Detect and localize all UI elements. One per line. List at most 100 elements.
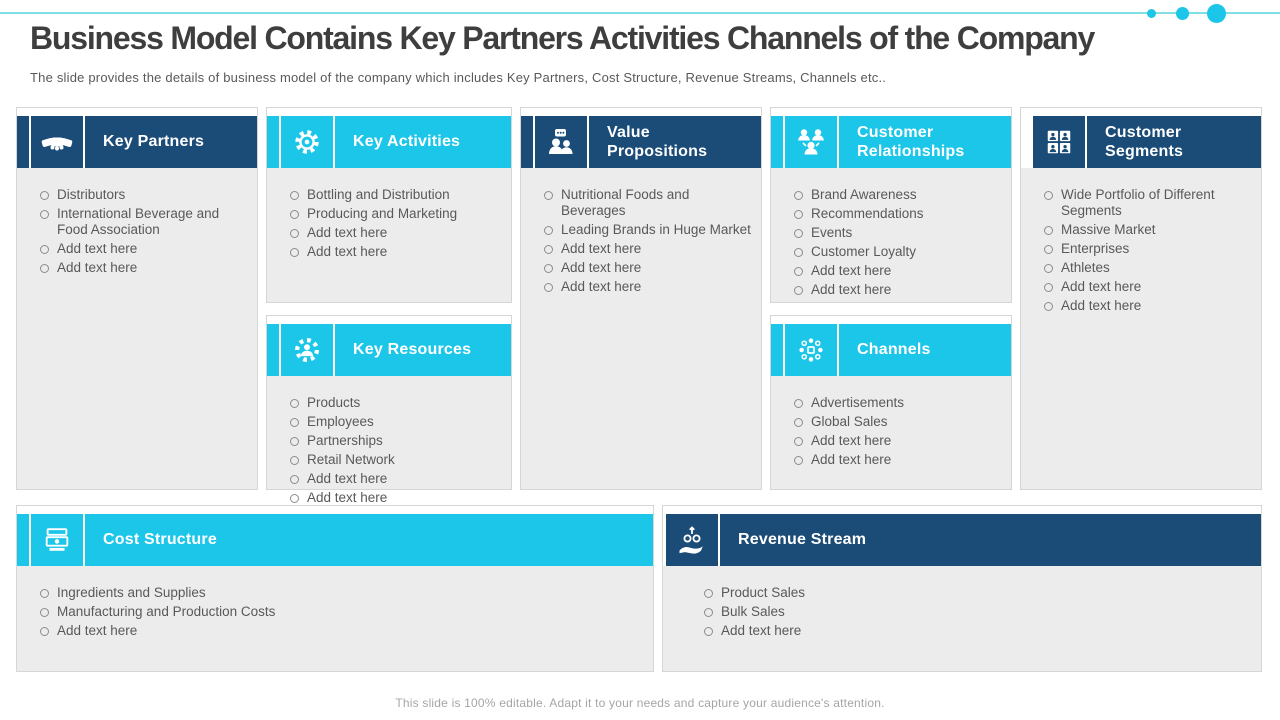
card-header: Cost Structure bbox=[17, 514, 653, 566]
list-item-placeholder[interactable]: Add text here bbox=[39, 260, 247, 276]
decor-dot-small bbox=[1147, 9, 1156, 18]
list-item: Events bbox=[793, 225, 1001, 241]
list-item: Employees bbox=[289, 414, 501, 430]
list-item-placeholder[interactable]: Add text here bbox=[793, 433, 1001, 449]
card-value-propositions: Value Propositions Nutritional Foods and… bbox=[520, 107, 762, 490]
card-cost-structure: Cost Structure Ingredients and Supplies … bbox=[16, 505, 654, 672]
segments-grid-icon bbox=[1033, 116, 1085, 168]
card-body: Bottling and Distribution Producing and … bbox=[267, 168, 511, 302]
list-item: Products bbox=[289, 395, 501, 411]
header-strip bbox=[771, 324, 783, 376]
list-item: Partnerships bbox=[289, 433, 501, 449]
card-customer-segments: Customer Segments Wide Portfolio of Diff… bbox=[1020, 107, 1262, 490]
banknotes-icon bbox=[31, 514, 83, 566]
top-accent-line bbox=[0, 12, 1280, 14]
list-item: Bottling and Distribution bbox=[289, 187, 501, 203]
card-title: Customer Relationships bbox=[839, 116, 1011, 168]
decor-dot-medium bbox=[1176, 7, 1189, 20]
card-body: Ingredients and Supplies Manufacturing a… bbox=[17, 566, 653, 671]
card-title: Value Propositions bbox=[589, 116, 761, 168]
list-item-placeholder[interactable]: Add text here bbox=[289, 244, 501, 260]
list-item-placeholder[interactable]: Add text here bbox=[793, 282, 1001, 298]
people-chat-icon bbox=[535, 116, 587, 168]
list-item: Nutritional Foods and Beverages bbox=[543, 187, 751, 219]
list-item: Ingredients and Supplies bbox=[39, 585, 643, 601]
card-revenue-stream: Revenue Stream Product Sales Bulk Sales … bbox=[662, 505, 1262, 672]
list-item-placeholder[interactable]: Add text here bbox=[543, 260, 751, 276]
list-item-placeholder[interactable]: Add text here bbox=[1043, 279, 1251, 295]
list-item-placeholder[interactable]: Add text here bbox=[1043, 298, 1251, 314]
card-header: Key Activities bbox=[267, 116, 511, 168]
header-strip bbox=[771, 116, 783, 168]
handshake-icon bbox=[31, 116, 83, 168]
card-title: Key Activities bbox=[335, 116, 511, 168]
list-item-placeholder[interactable]: Add text here bbox=[39, 241, 247, 257]
hand-money-icon bbox=[666, 514, 718, 566]
list-item: International Beverage and Food Associat… bbox=[39, 206, 247, 238]
list-item: Athletes bbox=[1043, 260, 1251, 276]
page-subtitle: The slide provides the details of busine… bbox=[30, 70, 887, 85]
list-item: Bulk Sales bbox=[703, 604, 1251, 620]
card-title: Key Resources bbox=[335, 324, 511, 376]
gear-icon bbox=[281, 116, 333, 168]
hub-network-icon bbox=[785, 324, 837, 376]
card-key-resources: Key Resources Products Employees Partner… bbox=[266, 315, 512, 505]
list-item-placeholder[interactable]: Add text here bbox=[289, 490, 501, 506]
list-item: Wide Portfolio of Different Segments bbox=[1043, 187, 1251, 219]
list-item-placeholder[interactable]: Add text here bbox=[703, 623, 1251, 639]
list-item: Leading Brands in Huge Market bbox=[543, 222, 751, 238]
list-item-placeholder[interactable]: Add text here bbox=[289, 471, 501, 487]
list-item-placeholder[interactable]: Add text here bbox=[39, 623, 643, 639]
card-header: Channels bbox=[771, 324, 1011, 376]
card-body: Advertisements Global Sales Add text her… bbox=[771, 376, 1011, 489]
list-item: Customer Loyalty bbox=[793, 244, 1001, 260]
list-item-placeholder[interactable]: Add text here bbox=[793, 452, 1001, 468]
list-item: Producing and Marketing bbox=[289, 206, 501, 222]
people-network-icon bbox=[785, 116, 837, 168]
list-item: Recommendations bbox=[793, 206, 1001, 222]
card-header: Customer Segments bbox=[1021, 116, 1261, 168]
card-customer-relationships: Customer Relationships Brand Awareness R… bbox=[770, 107, 1012, 303]
list-item: Product Sales bbox=[703, 585, 1251, 601]
list-item: Manufacturing and Production Costs bbox=[39, 604, 643, 620]
card-body: Distributors International Beverage and … bbox=[17, 168, 257, 489]
gear-person-icon bbox=[281, 324, 333, 376]
list-item: Global Sales bbox=[793, 414, 1001, 430]
card-title: Channels bbox=[839, 324, 1011, 376]
card-header: Value Propositions bbox=[521, 116, 761, 168]
list-item-placeholder[interactable]: Add text here bbox=[289, 225, 501, 241]
footer-note: This slide is 100% editable. Adapt it to… bbox=[395, 696, 885, 710]
list-item: Massive Market bbox=[1043, 222, 1251, 238]
header-strip bbox=[267, 324, 279, 376]
card-key-activities: Key Activities Bottling and Distribution… bbox=[266, 107, 512, 303]
list-item: Advertisements bbox=[793, 395, 1001, 411]
list-item-placeholder[interactable]: Add text here bbox=[543, 279, 751, 295]
header-strip bbox=[17, 116, 29, 168]
page-title: Business Model Contains Key Partners Act… bbox=[30, 20, 1095, 56]
card-body: Brand Awareness Recommendations Events C… bbox=[771, 168, 1011, 302]
card-key-partners: Key Partners Distributors International … bbox=[16, 107, 258, 490]
card-title: Key Partners bbox=[85, 116, 257, 168]
list-item: Enterprises bbox=[1043, 241, 1251, 257]
card-header: Key Partners bbox=[17, 116, 257, 168]
card-body: Wide Portfolio of Different Segments Mas… bbox=[1021, 168, 1261, 489]
header-strip bbox=[267, 116, 279, 168]
header-strip bbox=[521, 116, 533, 168]
list-item: Retail Network bbox=[289, 452, 501, 468]
header-strip bbox=[17, 514, 29, 566]
card-body: Products Employees Partnerships Retail N… bbox=[267, 376, 511, 505]
card-body: Nutritional Foods and Beverages Leading … bbox=[521, 168, 761, 489]
card-header: Revenue Stream bbox=[663, 514, 1261, 566]
card-header: Customer Relationships bbox=[771, 116, 1011, 168]
card-title: Cost Structure bbox=[85, 514, 653, 566]
decor-dot-large bbox=[1207, 4, 1226, 23]
list-item-placeholder[interactable]: Add text here bbox=[543, 241, 751, 257]
list-item-placeholder[interactable]: Add text here bbox=[793, 263, 1001, 279]
card-body: Product Sales Bulk Sales Add text here bbox=[663, 566, 1261, 671]
card-header: Key Resources bbox=[267, 324, 511, 376]
list-item: Brand Awareness bbox=[793, 187, 1001, 203]
card-title: Customer Segments bbox=[1087, 116, 1261, 168]
list-item: Distributors bbox=[39, 187, 247, 203]
card-title: Revenue Stream bbox=[720, 514, 1261, 566]
card-channels: Channels Advertisements Global Sales Add… bbox=[770, 315, 1012, 490]
